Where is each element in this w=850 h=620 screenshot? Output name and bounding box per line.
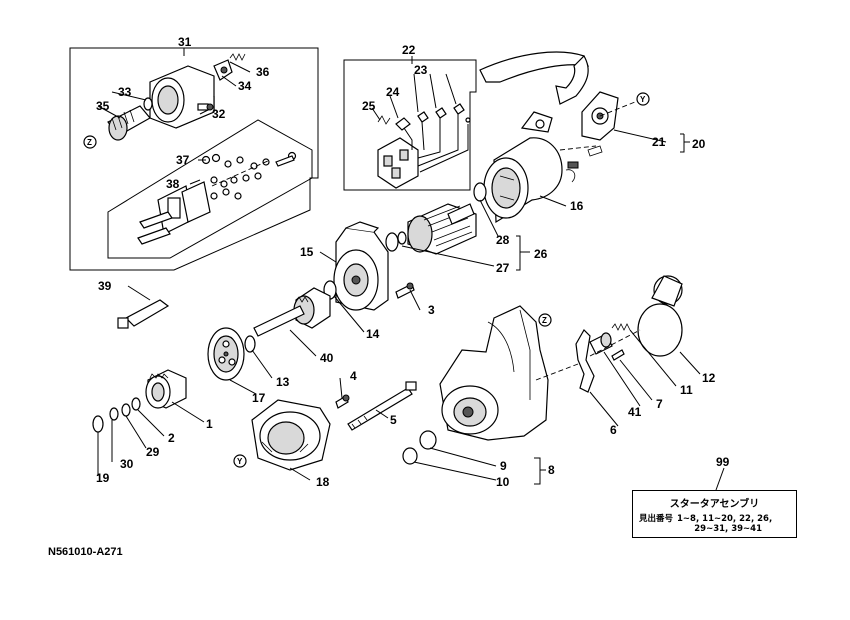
callout-6: 6 xyxy=(610,423,617,437)
brush-group-frame xyxy=(343,59,477,191)
callout-99: 99 xyxy=(716,455,730,469)
callout-10: 10 xyxy=(496,475,510,489)
shaft-part xyxy=(253,287,331,337)
callout-37: 37 xyxy=(176,153,190,167)
view-mark-y-1-label: Y xyxy=(640,95,646,104)
callout-36: 36 xyxy=(256,65,270,79)
callout-7: 7 xyxy=(656,397,663,411)
rear-bracket-part xyxy=(559,91,641,157)
view-mark-z-1-label: Z xyxy=(87,138,92,147)
callout-40: 40 xyxy=(320,351,334,365)
callout-4: 4 xyxy=(350,369,357,383)
callout-21: 21 xyxy=(652,135,666,149)
assembly-title: スタータアセンブリ xyxy=(669,499,760,510)
callout-20: 20 xyxy=(692,137,706,151)
callout-16: 16 xyxy=(570,199,584,213)
callout-18: 18 xyxy=(316,475,330,489)
view-marks: Z Y Z Y xyxy=(83,92,650,468)
callout-3: 3 xyxy=(428,303,435,317)
shift-lever-parts xyxy=(535,275,683,393)
callout-17: 17 xyxy=(252,391,266,405)
through-bolt-part xyxy=(335,381,417,431)
callout-25: 25 xyxy=(362,99,376,113)
view-mark-y-2-label: Y xyxy=(237,457,243,466)
front-cover-part xyxy=(251,399,331,471)
callout-38: 38 xyxy=(166,177,180,191)
callout-34: 34 xyxy=(238,79,252,93)
callout-26: 26 xyxy=(534,247,548,261)
view-mark-y-1 xyxy=(636,92,650,106)
center-bracket-part xyxy=(323,221,415,311)
leader-lines xyxy=(97,48,725,491)
reference-label: 見出番号 xyxy=(639,514,674,524)
callout-1: 1 xyxy=(206,417,213,431)
view-mark-y-2 xyxy=(233,454,247,468)
callout-27: 27 xyxy=(496,261,510,275)
callout-14: 14 xyxy=(366,327,380,341)
callout-11: 11 xyxy=(680,383,693,397)
reference-range-1: 1~8, 11~20, 22, 26, xyxy=(677,514,773,524)
callout-19: 19 xyxy=(96,471,110,485)
assembly-reference-line-2: 29~31, 39~41 xyxy=(694,524,762,534)
callout-30: 30 xyxy=(120,457,134,471)
solenoid-group-frame xyxy=(69,47,319,271)
callout-41: 41 xyxy=(628,405,642,419)
callout-33: 33 xyxy=(118,85,132,99)
callout-31: 31 xyxy=(178,35,192,49)
callout-22: 22 xyxy=(402,43,416,57)
callout-13: 13 xyxy=(276,375,290,389)
callout-numbers: 31 36 34 32 33 35 37 38 22 23 24 25 16 2… xyxy=(96,35,730,489)
armature-part xyxy=(385,203,477,255)
callout-23: 23 xyxy=(414,63,428,77)
callout-35: 35 xyxy=(96,99,110,113)
callout-15: 15 xyxy=(300,245,314,259)
yoke-part xyxy=(473,111,579,224)
callout-2: 2 xyxy=(168,431,175,445)
view-mark-z-2-label: Z xyxy=(542,316,547,325)
drive-housing-part xyxy=(402,305,549,465)
callout-9: 9 xyxy=(500,459,507,473)
planetary-gear-part xyxy=(207,327,256,381)
callout-24: 24 xyxy=(386,85,400,99)
view-mark-z-2 xyxy=(538,313,552,327)
pinion-part xyxy=(92,369,187,433)
figure-code: N561010-A271 xyxy=(48,546,123,558)
callout-5: 5 xyxy=(390,413,397,427)
contact-plate-parts xyxy=(137,151,297,245)
callout-12: 12 xyxy=(702,371,716,385)
flow-arrow xyxy=(479,51,589,105)
callout-8: 8 xyxy=(548,463,555,477)
brush-holder-parts xyxy=(377,103,471,189)
callout-29: 29 xyxy=(146,445,160,459)
grease-tube-part xyxy=(117,299,170,329)
solenoid-parts xyxy=(107,53,246,141)
callout-28: 28 xyxy=(496,233,510,247)
view-mark-z-1 xyxy=(83,135,97,149)
callout-32: 32 xyxy=(212,107,226,121)
callout-39: 39 xyxy=(98,279,112,293)
